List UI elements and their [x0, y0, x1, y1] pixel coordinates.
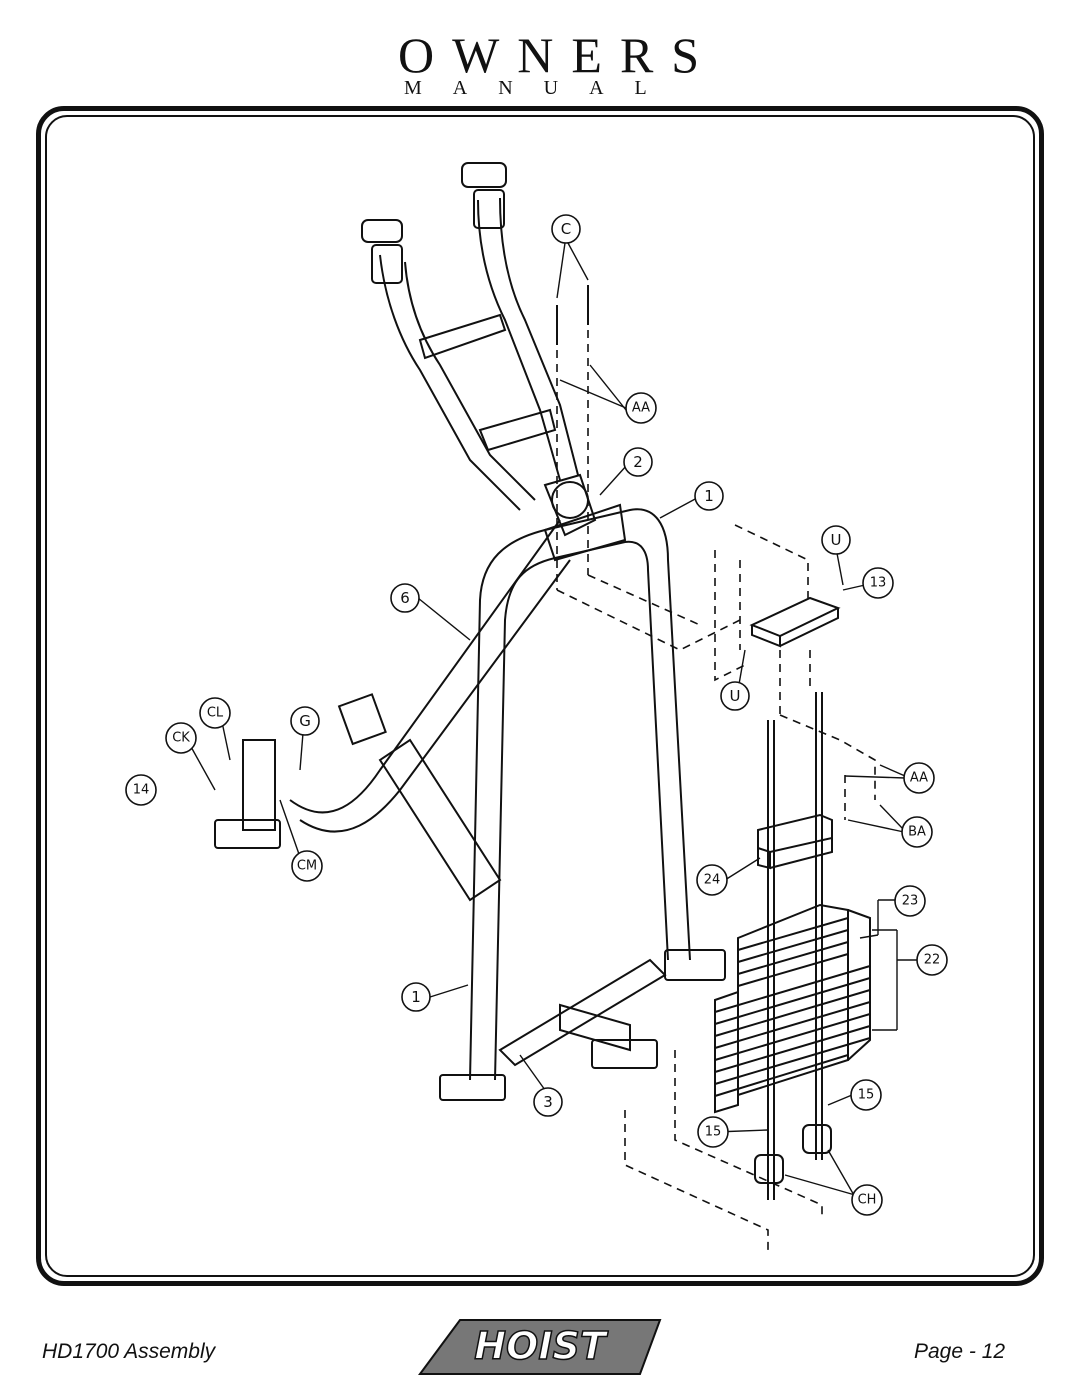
callout-6-circle — [390, 583, 420, 613]
hoist-logo-text: HOIST — [474, 1324, 609, 1368]
selector-block — [757, 813, 833, 854]
frame-arch — [469, 508, 691, 1081]
diagonal-arm-3 — [378, 738, 502, 902]
diagonal-arm-2 — [299, 559, 571, 833]
handle-right — [473, 189, 505, 229]
callout-cm-circle — [291, 850, 323, 882]
callout-3-circle — [533, 1087, 563, 1117]
callout-15-right-circle — [850, 1079, 882, 1111]
callout-aa-top: AA — [632, 401, 650, 416]
callout-22: 22 — [924, 953, 941, 968]
handle-left — [371, 244, 403, 284]
callout-ck-circle — [165, 722, 197, 754]
foot-plate-front — [439, 1074, 506, 1101]
callout-u-top: U — [831, 531, 842, 549]
arm-left — [379, 254, 521, 511]
callout-g: G — [299, 712, 311, 730]
callout-13: 13 — [870, 576, 887, 591]
weight-stack — [714, 903, 871, 1114]
callout-ba-circle — [901, 816, 933, 848]
callout-u-bottom: U — [730, 687, 741, 705]
hoist-logo: HOIST — [418, 1319, 662, 1375]
callout-1-bottom: 1 — [411, 988, 421, 1006]
callout-cl: CL — [207, 706, 224, 721]
arm-right — [477, 199, 561, 481]
frame-top-block — [543, 503, 627, 562]
callout-ch: CH — [858, 1193, 877, 1208]
callout-ba: BA — [908, 825, 926, 840]
callout-3: 3 — [543, 1093, 553, 1111]
callout-23: 23 — [902, 894, 919, 909]
callout-c-circle — [551, 214, 581, 244]
callout-14-circle — [125, 774, 157, 806]
callout-aa-right-circle — [903, 762, 935, 794]
callout-6: 6 — [400, 589, 410, 607]
bracket — [337, 693, 387, 746]
pulley — [543, 473, 597, 537]
base-beam — [498, 958, 667, 1067]
callout-c: C — [561, 220, 571, 238]
frame-arch-inner — [494, 540, 669, 1081]
bumper-right — [802, 1124, 832, 1154]
foot-plate-mid — [591, 1039, 658, 1069]
callout-15-right: 15 — [858, 1088, 875, 1103]
callout-13-circle — [862, 567, 894, 599]
diagram-frame-inner — [45, 115, 1035, 1277]
callout-24: 24 — [704, 873, 721, 888]
footer-assembly-label: HD1700 Assembly — [42, 1340, 216, 1363]
callout-23-circle — [894, 885, 926, 917]
foot-plate-right — [664, 949, 726, 981]
crossbar-upper — [418, 313, 507, 360]
callout-u-bottom-circle — [720, 681, 750, 711]
callout-cl-circle — [199, 697, 231, 729]
callout-ch-circle — [851, 1184, 883, 1216]
crossbar-lower — [478, 408, 557, 452]
callout-24-circle — [696, 864, 728, 896]
callout-14: 14 — [133, 783, 150, 798]
callout-15-left-circle — [697, 1116, 729, 1148]
callout-1-top-circle — [694, 481, 724, 511]
top-plate — [749, 596, 841, 638]
grip-right — [461, 162, 507, 188]
manual-title: OWNERS — [398, 27, 718, 83]
page-number: Page - 12 — [914, 1340, 1006, 1363]
diagonal-arm — [289, 519, 561, 814]
callout-2-circle — [623, 447, 653, 477]
callout-ck: CK — [172, 731, 190, 746]
manual-subtitle: MANUAL — [404, 77, 678, 99]
callout-cm: CM — [297, 859, 317, 874]
callout-22-circle — [916, 944, 948, 976]
callout-2: 2 — [633, 453, 643, 471]
callout-1-bottom-circle — [401, 982, 431, 1012]
bumper-left — [754, 1154, 784, 1184]
arm-right-inner — [499, 197, 579, 476]
callout-aa-top-circle — [625, 392, 657, 424]
base-beam-2 — [559, 1003, 631, 1052]
arm-left-inner — [404, 261, 536, 501]
foot-plate-left — [214, 819, 281, 849]
callout-u-top-circle — [821, 525, 851, 555]
diagram-frame-outer — [36, 106, 1044, 1286]
callout-g-circle — [290, 706, 320, 736]
callout-aa-right: AA — [910, 771, 928, 786]
callout-1-top: 1 — [704, 487, 714, 505]
foot-post — [242, 739, 276, 831]
grip-left — [361, 219, 403, 243]
callout-15-left: 15 — [705, 1125, 722, 1140]
